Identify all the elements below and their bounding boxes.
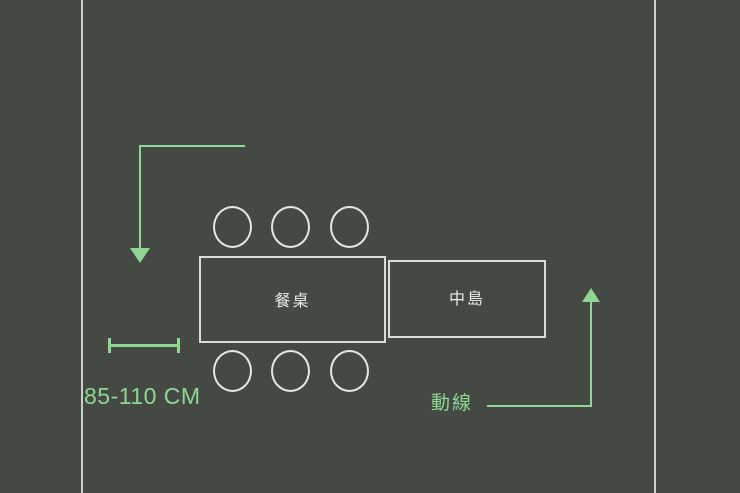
clearance-dimension-rule — [108, 344, 180, 347]
dining-table-label: 餐桌 — [274, 292, 311, 310]
chair-bottom-3 — [330, 350, 369, 392]
clearance-arrow-vertical-segment — [139, 145, 141, 249]
dining-table-shape: 餐桌 — [199, 256, 386, 343]
clearance-arrow-head-down-icon — [130, 248, 150, 263]
clearance-dimension-label: 85-110 CM — [84, 383, 201, 409]
chair-top-2 — [271, 206, 310, 248]
circulation-arrow-head-up-icon — [582, 288, 600, 302]
clearance-dimension-tick-right — [177, 338, 180, 353]
chair-top-3 — [330, 206, 369, 248]
kitchen-island-label: 中島 — [448, 291, 485, 308]
kitchen-island-shape: 中島 — [388, 260, 546, 338]
left-wall-band — [0, 0, 81, 493]
right-wall-band — [656, 0, 740, 493]
chair-bottom-1 — [213, 350, 252, 392]
right-wall-line — [654, 0, 656, 493]
left-wall-line — [81, 0, 83, 493]
chair-top-1 — [213, 206, 252, 248]
chair-bottom-2 — [271, 350, 310, 392]
circulation-arrow-vertical-segment — [590, 301, 592, 406]
circulation-label: 動線 — [431, 393, 474, 414]
clearance-arrow-horizontal-segment — [139, 145, 245, 147]
clearance-dimension-tick-left — [108, 338, 111, 353]
circulation-arrow-horizontal-segment — [487, 405, 592, 407]
